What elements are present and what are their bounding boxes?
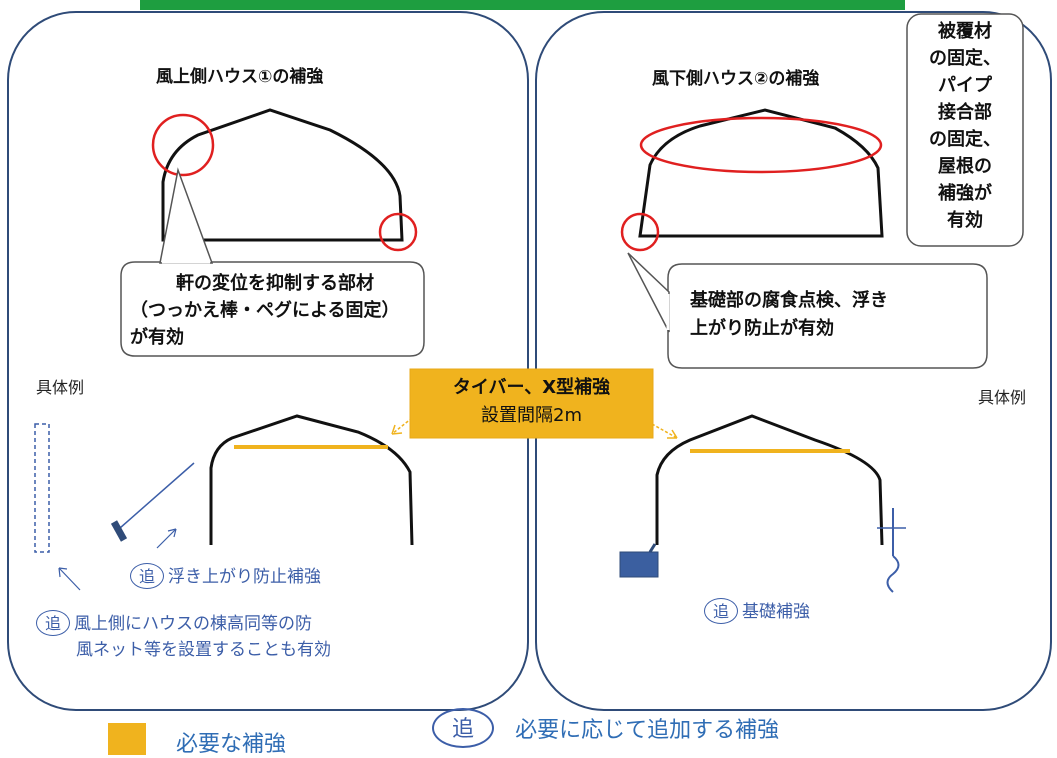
optional-mark: 追	[36, 610, 70, 636]
right-callout-box	[667, 263, 988, 369]
optional-net-item: 追風上側にハウスの棟高同等の防 風ネット等を設置することも有効	[36, 610, 331, 663]
side-note-line2: の固定、	[929, 48, 1001, 69]
optional-net-line1: 風上側にハウスの棟高同等の防	[74, 614, 312, 634]
optional-float-text: 浮き上がり防止補強	[168, 567, 321, 587]
left-callout-line1: 軒の変位を抑制する部材	[176, 273, 374, 294]
side-note-line6: 屋根の	[938, 156, 992, 177]
left-lower-house	[209, 414, 414, 546]
side-note-line7: 補強が	[938, 183, 992, 204]
left-panel-frame	[7, 11, 529, 711]
right-example-label: 具体例	[978, 388, 1027, 407]
right-lower-house	[655, 414, 884, 546]
side-note-line1: 被覆材	[938, 21, 992, 42]
optional-mark: 追	[130, 563, 164, 589]
optional-float-item: 追浮き上がり防止補強	[130, 563, 321, 590]
optional-mark: 追	[704, 598, 738, 624]
right-callout-text: 基礎部の腐食点検、浮き 上がり防止が有効	[690, 287, 980, 343]
header-strip	[140, 0, 905, 10]
left-callout-pointer	[159, 167, 214, 264]
left-callout-text: 軒の変位を抑制する部材 （つっかえ棒・ペグによる固定） が有効	[130, 270, 420, 351]
center-required-box	[409, 368, 654, 439]
float-arrow	[156, 528, 177, 549]
foundation-block	[619, 551, 659, 578]
optional-foundation-item: 追基礎補強	[704, 598, 810, 625]
center-box-line2: 設置間隔2m	[481, 405, 582, 426]
left-upper-house	[161, 108, 404, 242]
right-callout-line1: 基礎部の腐食点検、浮き	[690, 290, 888, 311]
legend-optional-mark: 追	[432, 708, 494, 748]
side-note-line8: 有効	[947, 210, 983, 231]
center-box-line1: タイバー、X型補強	[452, 377, 611, 398]
left-example-label: 具体例	[36, 378, 85, 397]
left-eave-circle	[151, 113, 215, 177]
right-side-note: 被覆材 の固定、 パイプ 接合部 の固定、 屋根の 補強が 有効	[910, 18, 1020, 234]
right-callout-line2: 上がり防止が有効	[690, 318, 834, 339]
legend-required-swatch	[108, 723, 146, 755]
right-side-note-box	[906, 13, 1024, 247]
left-callout-line2: （つっかえ棒・ペグによる固定）	[130, 300, 400, 321]
net-arrow	[58, 567, 81, 591]
anchor-screw	[886, 555, 900, 593]
legend-optional: 追 必要に応じて追加する補強	[432, 708, 779, 748]
left-title: 風上側ハウス①の補強	[156, 67, 324, 87]
optional-foundation-text: 基礎補強	[742, 602, 810, 622]
windbreak-net	[34, 423, 50, 553]
left-callout-line3: が有効	[130, 327, 184, 348]
legend-required-label: 必要な補強	[176, 732, 287, 757]
left-base-circle	[378, 212, 418, 252]
optional-net-line2: 風ネット等を設置することも有効	[76, 640, 331, 660]
right-upper-house	[638, 108, 884, 238]
center-box-text: タイバー、X型補強 設置間隔2m	[410, 374, 653, 430]
left-callout-box	[120, 261, 425, 357]
center-arrow-left	[391, 417, 413, 435]
right-title: 風下側ハウス②の補強	[652, 69, 820, 89]
legend-optional-label: 必要に応じて追加する補強	[515, 718, 780, 743]
side-note-line3: パイプ	[938, 75, 992, 96]
peg-block	[110, 520, 128, 542]
side-note-line5: の固定、	[929, 129, 1001, 150]
right-callout-pointer	[627, 252, 670, 333]
right-base-circle	[620, 212, 660, 252]
side-note-line4: 接合部	[938, 102, 992, 123]
brace-line	[119, 462, 195, 529]
right-panel-frame	[535, 11, 1052, 711]
right-roof-ellipse	[639, 116, 883, 174]
